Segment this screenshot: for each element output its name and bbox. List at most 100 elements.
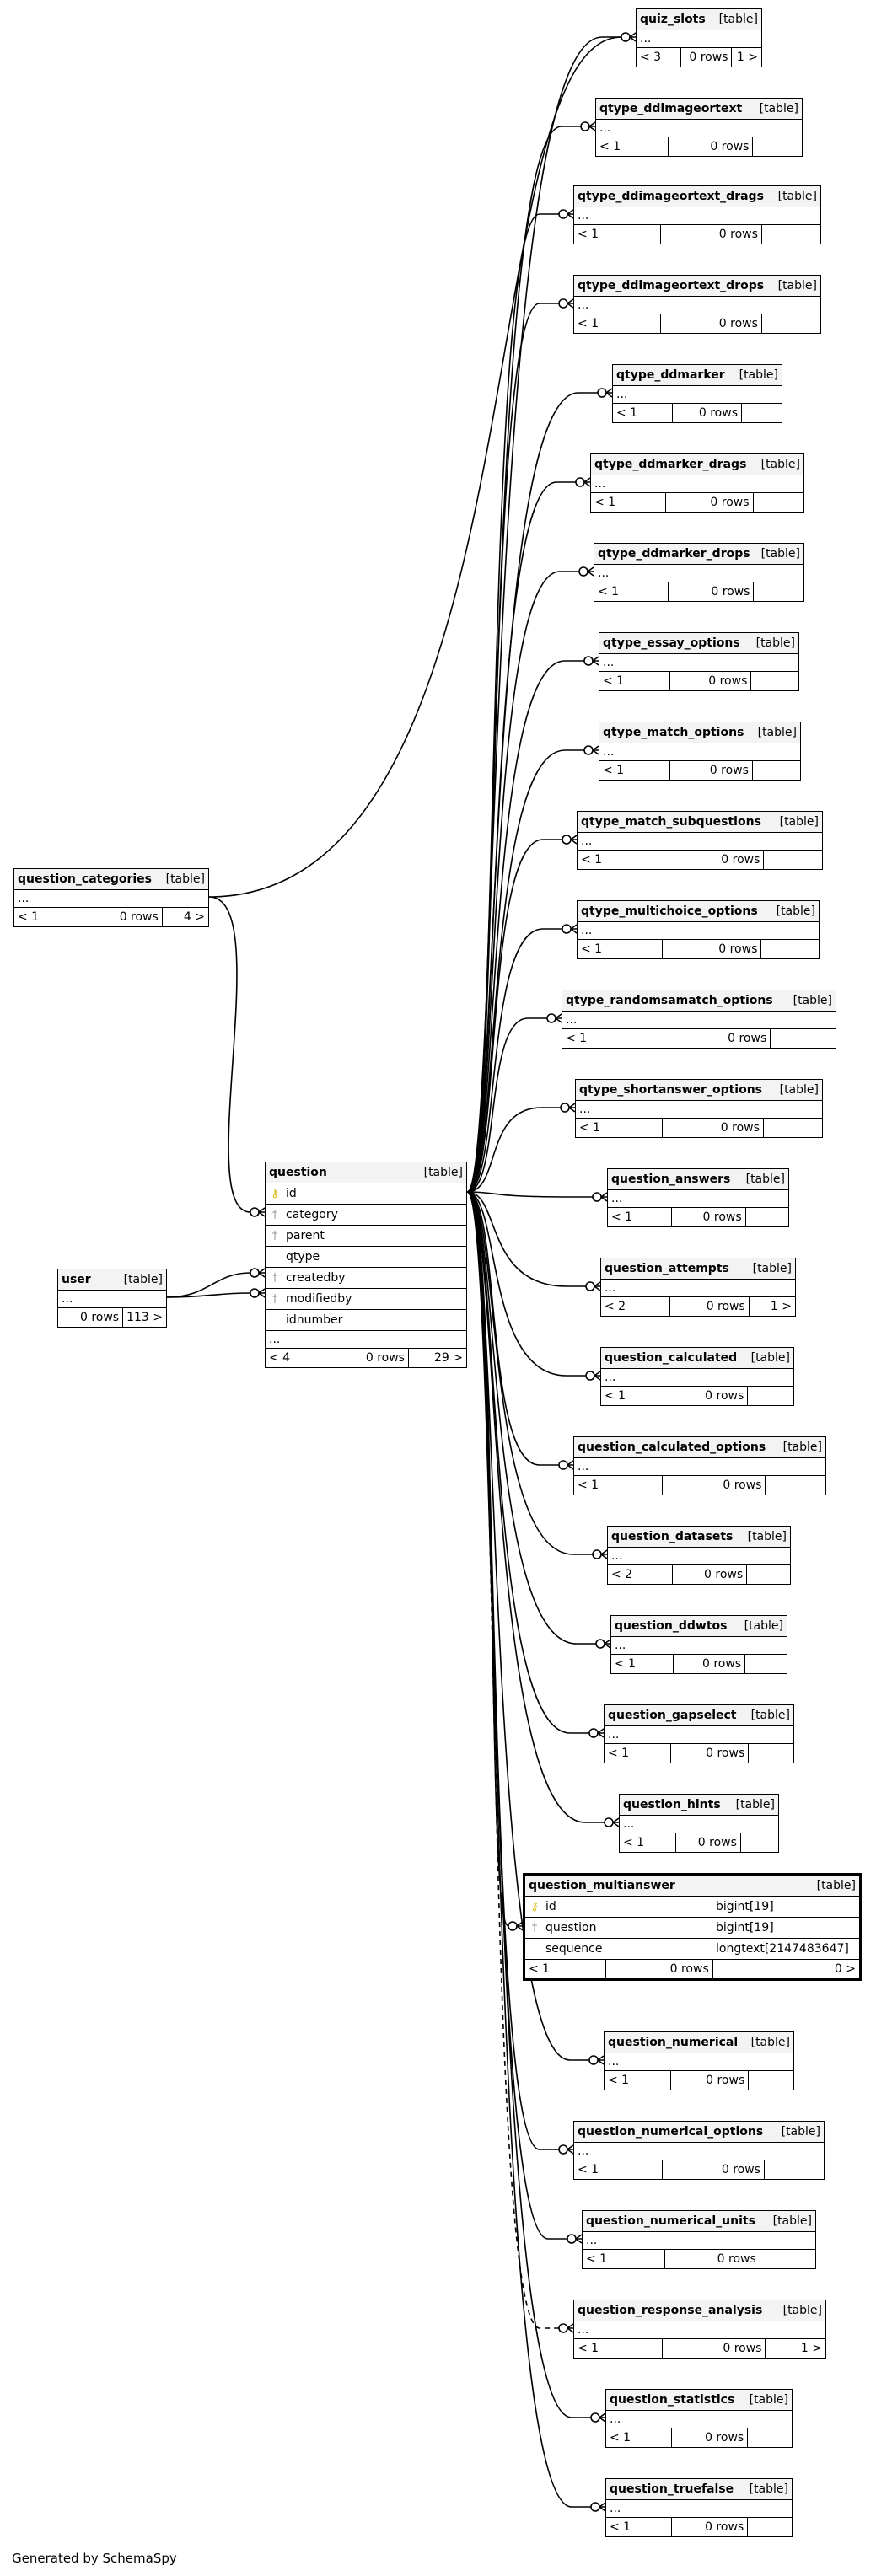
column-ellipsis: ...	[613, 386, 782, 404]
edge-question-qtype-match-options	[466, 749, 584, 1193]
edge-qtype-randomsamatch-options-many-marker	[555, 1013, 562, 1023]
table-header: question_calculated[table]	[601, 1348, 793, 1369]
parents-count: < 1	[610, 2520, 631, 2534]
children-count	[751, 761, 800, 780]
column-ellipsis: ...	[574, 2321, 825, 2339]
edge-question-modifiedby-optional-marker	[250, 1288, 260, 1298]
edge-question-datasets-many-marker	[600, 1549, 608, 1559]
table-header: qtype_match_subquestions[table]	[578, 812, 822, 833]
table-user[interactable]: user [table] ... 0 rows 113 >	[57, 1269, 167, 1328]
table-kind: [table]	[777, 279, 817, 292]
edge-user-createdby	[166, 1272, 251, 1298]
parents-count: < 3	[640, 51, 662, 64]
edge-question-attempts-optional-marker	[585, 1281, 595, 1291]
column-ellipsis: ...	[578, 833, 822, 851]
column-ellipsis: ...	[605, 1726, 793, 1744]
table-question-calculated-options[interactable]: question_calculated_options[table]...< 1…	[573, 1436, 826, 1495]
table-name: qtype_multichoice_options	[581, 904, 758, 918]
row-count: 0 rows	[668, 137, 752, 156]
column-ellipsis: ...	[608, 1548, 790, 1565]
edge-qtype-ddimageortext-drags-many-marker	[567, 209, 574, 219]
table-header: qtype_ddmarker_drops[table]	[594, 544, 803, 565]
edge-question-response-analysis-many-marker	[567, 2323, 574, 2333]
column-ellipsis: ...	[606, 2411, 792, 2428]
children-count: 29 >	[407, 1349, 466, 1367]
row-count: 0 rows	[667, 582, 754, 601]
table-footer: < 4 0 rows 29 >	[266, 1349, 466, 1367]
table-name: qtype_match_options	[603, 726, 744, 739]
children-count	[747, 1387, 793, 1405]
foreign-key-icon: †	[271, 1292, 278, 1306]
row-count: 0 rows	[671, 2428, 747, 2447]
table-header: qtype_multichoice_options[table]	[578, 901, 819, 922]
children-count	[747, 2428, 792, 2447]
edge-question-question-calculated	[466, 1191, 586, 1377]
foreign-key-icon: †	[271, 1271, 278, 1285]
edge-question-question-datasets	[466, 1191, 593, 1555]
table-name: qtype_ddmarker_drags	[594, 458, 747, 471]
children-count	[752, 137, 802, 156]
edge-user-modifiedby	[166, 1292, 251, 1298]
table-kind: [table]	[123, 1273, 163, 1286]
edge-qtype-multichoice-options-optional-marker	[562, 924, 572, 934]
table-kind: [table]	[782, 2304, 822, 2317]
edge-quiz-slots-many-marker	[629, 32, 637, 42]
column-ellipsis: ...	[576, 1101, 822, 1119]
table-kind: [table]	[759, 102, 798, 115]
table-qtype-randomsamatch-options[interactable]: qtype_randomsamatch_options[table]...< 1…	[562, 990, 836, 1049]
children-count	[748, 1744, 793, 1763]
edge-qtype-ddimageortext-optional-marker	[580, 121, 590, 131]
table-name: question_numerical_options	[578, 2125, 764, 2139]
parents-count: < 1	[608, 2074, 630, 2087]
parents-count: < 1	[578, 1479, 599, 1492]
table-kind: [table]	[779, 815, 819, 829]
table-footer: 0 rows 113 >	[58, 1308, 166, 1327]
table-kind: [table]	[781, 2125, 820, 2139]
edge-question-numerical-options-many-marker	[567, 2144, 574, 2155]
parents-count: < 1	[603, 674, 625, 688]
table-header: qtype_randomsamatch_options[table]	[562, 990, 836, 1012]
edge-question-multianswer-optional-marker	[508, 1921, 518, 1931]
table-kind: [table]	[750, 1709, 790, 1722]
column-name: qtype	[286, 1250, 320, 1264]
edge-qtype-multichoice-options-many-marker	[570, 924, 578, 934]
table-name: question_numerical	[608, 2036, 739, 2049]
table-name: qtype_essay_options	[603, 636, 740, 650]
table-name: question	[269, 1166, 327, 1179]
row-count: 0 rows	[670, 1744, 748, 1763]
table-header: question_attempts[table]	[601, 1258, 795, 1280]
table-question-categories[interactable]: question_categories [table] ... < 1 0 ro…	[13, 868, 209, 927]
table-kind: [table]	[750, 2036, 790, 2049]
